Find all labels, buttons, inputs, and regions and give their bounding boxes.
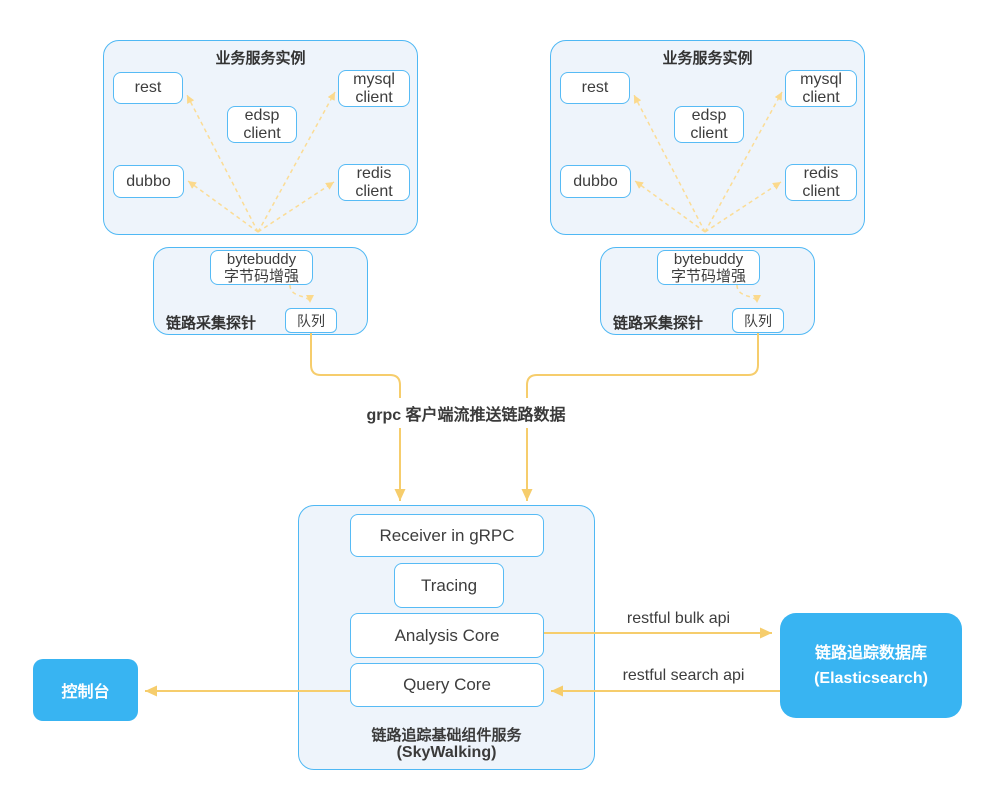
dashed-instrumentation-arrows	[186, 91, 783, 304]
receiver-module: Receiver in gRPC	[350, 514, 544, 557]
console-label: 控制台	[61, 684, 110, 701]
skywalking-caption-line2: (SkyWalking)	[396, 744, 497, 761]
skywalking-caption-line1: 链路追踪基础组件服务	[371, 727, 522, 744]
probe-label-left: 链路采集探针	[166, 315, 257, 332]
restful-bulk-api-label: restful bulk api	[626, 610, 731, 627]
restful-search-api-label: restful search api	[622, 667, 745, 684]
redis-client-node-left: redis client	[338, 164, 410, 201]
queue-node-right: 队列	[732, 308, 784, 333]
solid-flow-arrows	[145, 332, 780, 697]
mysql-client-node-left: mysql client	[338, 70, 410, 107]
queue-node-left: 队列	[285, 308, 337, 333]
elasticsearch-label-line1: 链路追踪数据库	[814, 644, 927, 662]
dubbo-node-right: dubbo	[560, 165, 631, 198]
dubbo-node-left: dubbo	[113, 165, 184, 198]
probe-label-right: 链路采集探针	[613, 315, 704, 332]
rest-node-right: rest	[560, 72, 630, 104]
analysis-core-module: Analysis Core	[350, 613, 544, 658]
redis-client-node-right: redis client	[785, 164, 857, 201]
grpc-push-label: grpc 客户端流推送链路数据	[360, 398, 572, 428]
rest-node-left: rest	[113, 72, 183, 104]
tracing-module: Tracing	[394, 563, 504, 608]
service-instance-title-left: 业务服务实例	[215, 50, 306, 67]
bytebuddy-node-left: bytebuddy 字节码增强	[210, 250, 313, 285]
edsp-client-node-right: edsp client	[674, 106, 744, 143]
elasticsearch-box: 链路追踪数据库 (Elasticsearch)	[780, 613, 962, 718]
console-box: 控制台	[33, 659, 138, 721]
service-instance-title-right: 业务服务实例	[662, 50, 753, 67]
query-core-module: Query Core	[350, 663, 544, 707]
elasticsearch-label-line2: (Elasticsearch)	[814, 669, 928, 687]
bytebuddy-node-right: bytebuddy 字节码增强	[657, 250, 760, 285]
edsp-client-node-left: edsp client	[227, 106, 297, 143]
mysql-client-node-right: mysql client	[785, 70, 857, 107]
